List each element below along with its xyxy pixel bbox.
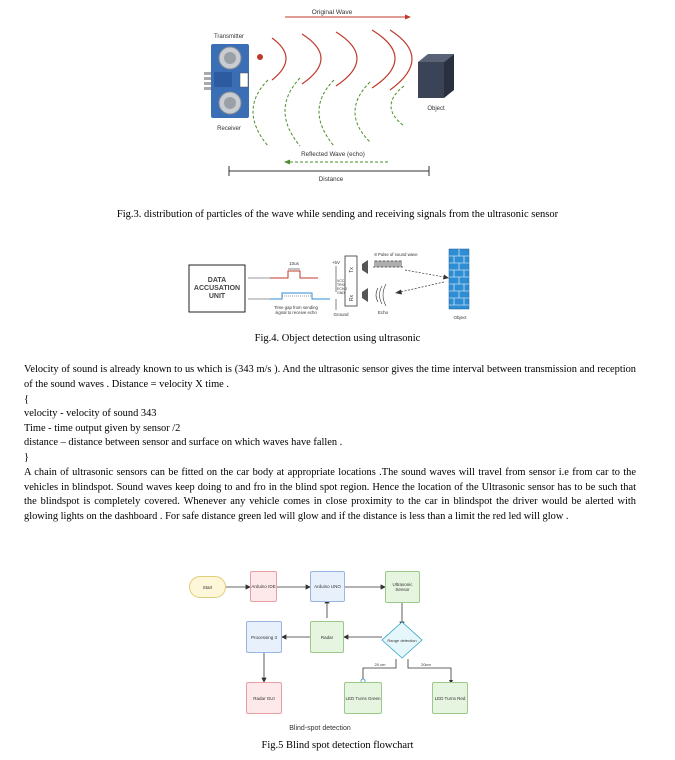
reflected-label: Reflected Wave (echo)	[301, 151, 365, 158]
brace-open: {	[24, 394, 29, 405]
fig4-diagram: DATA ACCUSATION UNIT 10us Time gap from …	[188, 248, 470, 320]
fig4-object-label: Object	[453, 315, 467, 320]
radar-gui-node: Radar GUI	[246, 682, 282, 714]
label-echo: Echo	[378, 310, 389, 315]
led-red-node: LED Turns Red	[432, 682, 468, 714]
fig5-connectors: 20 cm 20cm Range detection Blind-spot de…	[226, 584, 453, 732]
radar-node: Radar	[310, 621, 344, 653]
fig5-caption: Fig.5 Blind spot detection flowchart	[261, 740, 414, 751]
time-gap-1: Time gap from sending	[274, 305, 318, 310]
line-time: Time - time output given by sensor /2	[24, 423, 181, 434]
data-unit-box	[188, 264, 246, 313]
label-ground: Ground	[333, 312, 349, 317]
line-distance: distance – distance between sensor and s…	[24, 437, 343, 448]
time-gap-2: signal to receive echo	[275, 310, 317, 315]
reflected-wave-arcs	[252, 77, 405, 147]
pin-gnd: GND	[337, 291, 345, 295]
label-tx: Tx	[349, 267, 355, 273]
line-velocity: velocity - velocity of sound 343	[24, 408, 157, 419]
original-wave-arcs	[271, 29, 413, 91]
label-10us: 10us	[289, 261, 300, 266]
label-5v: +5V	[332, 260, 340, 265]
fig3-diagram: Original Wave Transmitter Receiver	[204, 9, 454, 183]
arduino-uno-node: Arduino UNO	[310, 571, 345, 602]
unit-line1: DATA	[208, 277, 226, 284]
fig4-caption: Fig.4. Object detection using ultrasonic	[254, 333, 421, 344]
start-node: Start	[189, 576, 226, 598]
original-wave-label: Original Wave	[312, 9, 353, 16]
rx-speaker	[362, 288, 368, 302]
object-label: Object	[427, 106, 445, 112]
label-20cm-right: 20cm	[421, 662, 431, 667]
brace-close: }	[24, 452, 29, 463]
paragraph-sensor-chain: A chain of ultrasonic sensors can be fit…	[24, 467, 636, 522]
led-green-node: LED Turns Green	[344, 682, 382, 714]
transmitter-label: Transmitter	[214, 34, 244, 40]
range-detection: Range detection	[387, 638, 416, 643]
arduino-ide-node: Arduino IDE	[250, 571, 277, 602]
paragraph-velocity: Velocity of sound is already known to us…	[24, 364, 636, 390]
label-rx: Rx	[349, 294, 355, 301]
receiver-label: Receiver	[217, 126, 241, 132]
label-pulse: 8 Pulse of sound wave	[374, 252, 418, 257]
ultrasonic-sensor	[204, 44, 249, 118]
pin-trig: TRIG	[337, 283, 346, 287]
tx-speaker	[362, 260, 368, 274]
range-detection-diamond	[381, 621, 423, 659]
fig5-title: Blind-spot detection	[289, 725, 351, 732]
object-cube	[418, 54, 454, 98]
brick-wall	[448, 248, 470, 310]
distance-label: Distance	[319, 176, 344, 183]
pin-echo: ECHO	[337, 287, 347, 291]
pin-vcc: VCC	[337, 279, 345, 283]
signal-dot	[257, 54, 263, 60]
processing-node: Processing 3	[246, 621, 282, 653]
unit-line2: ACCUSATION	[194, 285, 240, 292]
unit-line3: UNIT	[209, 293, 226, 300]
label-20cm-left: 20 cm	[375, 662, 387, 667]
fig3-caption: Fig.3. distribution of particles of the …	[116, 209, 559, 220]
ultrasonic-node: Ultrasonic Sensor	[385, 571, 420, 603]
